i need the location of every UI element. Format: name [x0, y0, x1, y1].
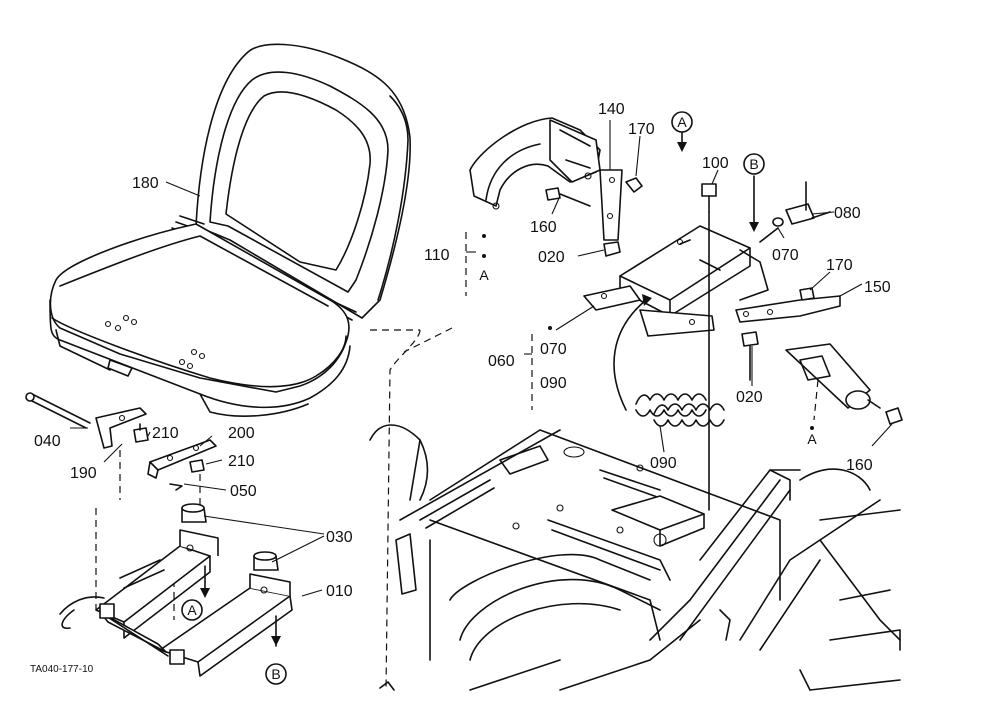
label-150: 150 — [864, 279, 891, 296]
rubber-mounts — [181, 503, 281, 647]
circle-a-bottom — [181, 599, 203, 621]
label-020-right: 020 — [736, 389, 763, 406]
label-180: 180 — [132, 175, 159, 192]
label-010: 010 — [326, 583, 353, 600]
label-070-right: 070 — [772, 247, 799, 264]
label-100: 100 — [702, 155, 729, 172]
label-090-left: 090 — [540, 375, 567, 392]
circle-b-bottom-label: B — [271, 666, 280, 682]
leader-lines — [70, 120, 893, 597]
corner-mark — [379, 681, 395, 691]
circle-a-top — [671, 111, 693, 133]
seat-frame — [59, 508, 293, 677]
label-160-top: 160 — [530, 219, 557, 236]
circle-b-top — [743, 153, 765, 175]
leader-a-110: A — [479, 267, 489, 283]
label-210-b: 210 — [228, 453, 255, 470]
part-labels: 180 140 170 100 080 070 170 150 160 110 … — [30, 101, 891, 675]
seat — [49, 43, 411, 417]
label-030: 030 — [326, 529, 353, 546]
label-050: 050 — [230, 483, 257, 500]
label-200: 200 — [228, 425, 255, 442]
label-190: 190 — [70, 465, 97, 482]
leader-a-150: A — [807, 431, 817, 447]
label-020-top: 020 — [538, 249, 565, 266]
label-160-right: 160 — [846, 457, 873, 474]
seat-belt-and-bracket — [469, 117, 903, 511]
label-090-springs: 090 — [650, 455, 677, 472]
label-080: 080 — [834, 205, 861, 222]
circle-b-top-label: B — [749, 156, 758, 172]
label-210-a: 210 — [152, 425, 179, 442]
label-170-top: 170 — [628, 121, 655, 138]
label-140: 140 — [598, 101, 625, 118]
label-170-right: 170 — [826, 257, 853, 274]
reference-marks: A B A B A A — [181, 111, 817, 685]
drawing-code: TA040-177-10 — [30, 664, 94, 675]
label-070-left: 070 — [540, 341, 567, 358]
label-110: 110 — [424, 247, 450, 264]
tractor-body — [369, 327, 901, 691]
seat-rails-left — [25, 392, 217, 520]
label-060: 060 — [488, 353, 515, 370]
circle-a-top-label: A — [677, 114, 687, 130]
circle-b-bottom — [265, 663, 287, 685]
label-040: 040 — [34, 433, 61, 450]
circle-a-bottom-label: A — [187, 602, 197, 618]
